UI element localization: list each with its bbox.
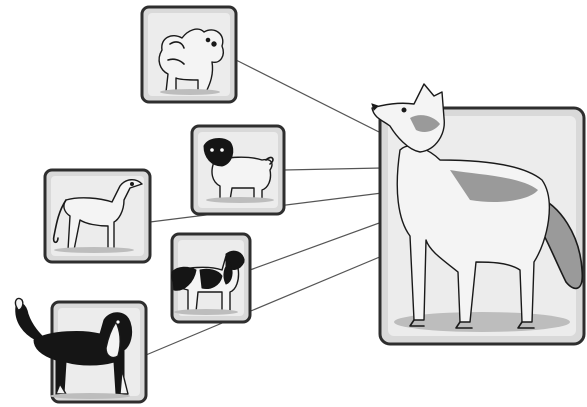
- connector-springer: [250, 222, 382, 270]
- connector-pug: [284, 168, 382, 170]
- connector-bichon: [236, 60, 385, 135]
